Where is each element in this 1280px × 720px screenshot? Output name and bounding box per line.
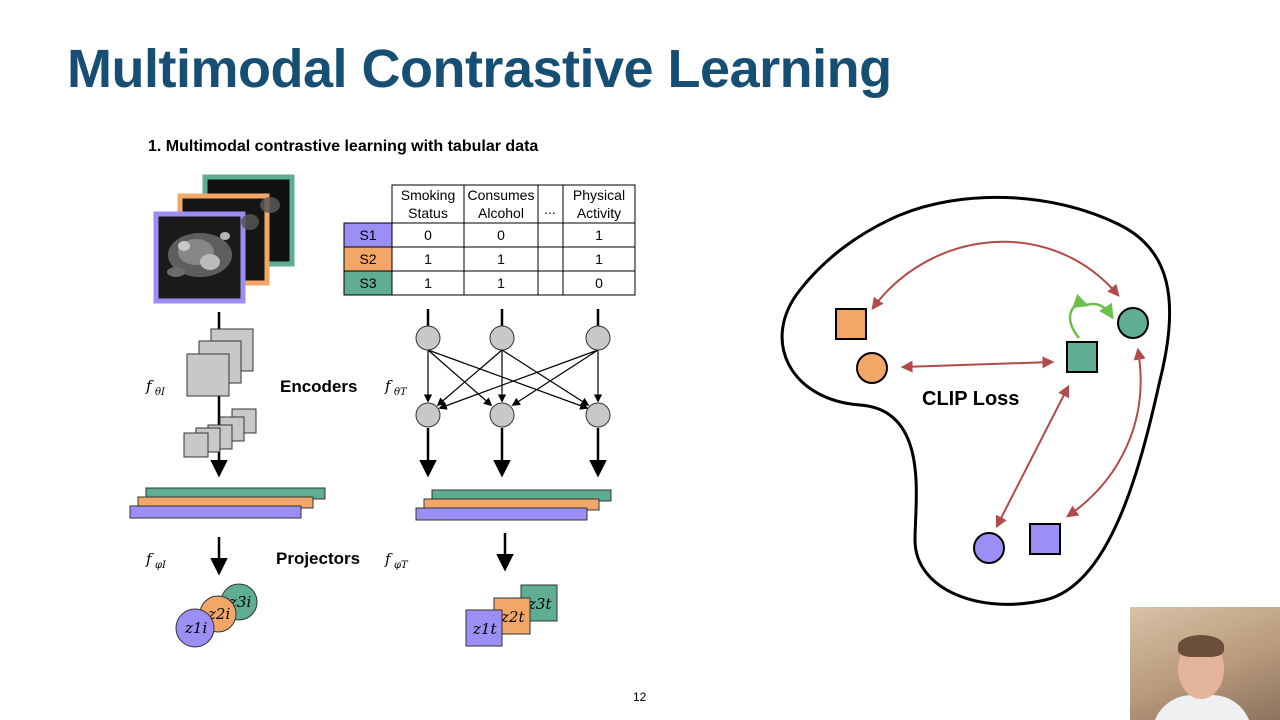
repel-arrow	[1066, 347, 1146, 518]
projectors-label: Projectors	[276, 549, 360, 568]
green-square	[1066, 341, 1098, 373]
image-encoder-symbol: f θI	[145, 377, 166, 398]
mlp-node	[585, 325, 611, 351]
row-label-s1: S1	[359, 227, 376, 243]
header-physical-2: Activity	[577, 205, 621, 221]
green-circle	[1117, 307, 1149, 339]
row-label-s2: S2	[359, 251, 376, 267]
table-cell: 1	[595, 227, 603, 243]
f-symbol: f	[384, 550, 393, 568]
z3t-label: z3t	[527, 595, 552, 613]
phi-t-subscript: φT	[394, 560, 409, 571]
table-cell: 0	[595, 275, 603, 291]
mri-texture	[167, 197, 280, 277]
f-symbol: f	[145, 377, 154, 395]
table-cell: 1	[497, 251, 505, 267]
row-label-s3: S3	[359, 275, 376, 291]
repel-arrow	[900, 356, 1055, 373]
mlp-node	[415, 402, 441, 428]
mri-image-stack	[153, 174, 295, 304]
table-cell: 0	[424, 227, 432, 243]
tabular-projections: z3t z2t z1t	[465, 584, 558, 647]
header-alcohol-2: Alcohol	[478, 205, 524, 221]
webcam-hair	[1178, 635, 1224, 657]
image-projections: z3i z2i z1i	[175, 583, 258, 648]
header-physical: Physical	[573, 187, 625, 203]
header-alcohol: Consumes	[468, 187, 535, 203]
theta-t-subscript: θT	[394, 387, 408, 398]
table-cell: 1	[424, 275, 432, 291]
section-subtitle: 1. Multimodal contrastive learning with …	[148, 138, 539, 155]
encoders-label: Encoders	[280, 377, 357, 396]
repel-arrow	[995, 384, 1070, 529]
mlp-node	[585, 402, 611, 428]
phi-i-subscript: φI	[155, 560, 167, 571]
image-encoder-blocks	[183, 328, 257, 458]
header-ellipsis: ...	[544, 201, 556, 217]
mlp-node	[415, 325, 441, 351]
f-symbol: f	[384, 377, 393, 395]
z1i-label: z1i	[184, 619, 207, 637]
orange-square	[835, 308, 867, 340]
repel-arrow	[871, 240, 1120, 310]
slide-title: Multimodal Contrastive Learning	[67, 39, 892, 99]
presenter-webcam	[1130, 607, 1280, 720]
purple-circle	[973, 532, 1005, 564]
table-cell: 0	[497, 227, 505, 243]
tabular-table: Smoking Status Consumes Alcohol ... Phys…	[343, 184, 636, 296]
table-cell: 1	[497, 275, 505, 291]
embedding-space-boundary	[780, 195, 1172, 606]
mlp-node	[489, 402, 515, 428]
attract-arrow	[1068, 293, 1114, 339]
clip-loss-label: CLIP Loss	[922, 388, 1019, 410]
f-symbol: f	[145, 550, 154, 568]
header-smoking: Smoking	[401, 187, 455, 203]
page-number: 12	[633, 690, 647, 704]
z2i-label: z2i	[207, 605, 230, 623]
z1t-label: z1t	[472, 620, 497, 638]
tabular-embedding-bars	[415, 489, 612, 521]
z2t-label: z2t	[500, 608, 525, 626]
table-cell: 1	[595, 251, 603, 267]
embedding-points	[835, 307, 1149, 564]
clip-loss-arrows	[871, 240, 1146, 529]
tabular-projector-symbol: f φT	[384, 550, 409, 571]
header-smoking-2: Status	[408, 205, 448, 221]
mlp-node	[489, 325, 515, 351]
theta-i-subscript: θI	[155, 387, 166, 398]
tabular-mlp	[415, 309, 611, 478]
image-embedding-bars	[129, 487, 326, 519]
image-projector-symbol: f φI	[145, 550, 167, 571]
tabular-encoder-symbol: f θT	[384, 377, 408, 398]
purple-square	[1029, 523, 1061, 555]
z1t-square	[465, 609, 503, 647]
table-cell: 1	[424, 251, 432, 267]
z1i-circle	[175, 608, 215, 648]
orange-circle	[856, 352, 888, 384]
